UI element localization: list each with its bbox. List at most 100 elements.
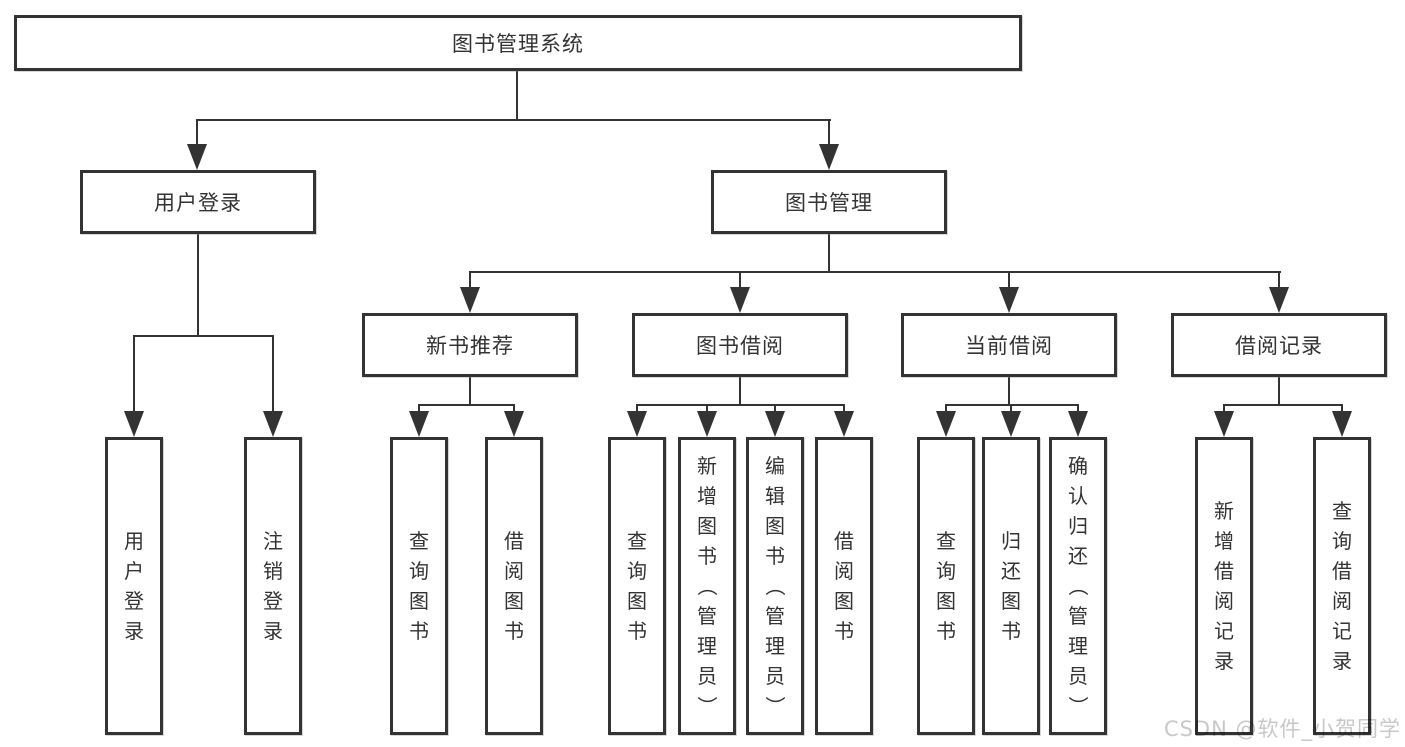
leaf-label-char: 录: [263, 619, 283, 643]
leaf-user-login: 用户登录: [105, 437, 163, 735]
leaf-current-query-books: 查询图书: [917, 437, 975, 735]
leaf-label-char: 理: [1068, 634, 1088, 658]
connector-drop: [1010, 404, 1012, 416]
leaf-label-char: 书: [936, 619, 956, 643]
leaf-label-char: 还: [1001, 559, 1021, 583]
leaf-borrowing-edit-books-admin: 编辑图书（管理员）: [746, 437, 804, 735]
connector-drop: [418, 404, 420, 416]
connector-drop-new-book: [469, 271, 471, 291]
connector-bookborrow-rail: [636, 404, 845, 406]
leaf-newbook-borrow-books: 借阅图书: [485, 437, 543, 735]
leaf-record-query-borrow-record: 查询借阅记录: [1313, 437, 1371, 735]
leaf-label: 查询图书: [409, 526, 429, 646]
arrow-down-icon: [124, 411, 144, 437]
leaf-label-char: 图: [697, 514, 717, 538]
node-book-management-branch: 图书管理: [711, 170, 947, 234]
arrow-down-icon: [627, 411, 647, 437]
leaf-label-char: 确: [1068, 454, 1088, 478]
leaf-label-char: 登: [124, 589, 144, 613]
connector-drop: [513, 404, 515, 416]
connector-newbook-stub: [469, 376, 471, 406]
leaf-label-char: 记: [1332, 619, 1352, 643]
node-new-book-recommend: 新书推荐: [362, 313, 578, 377]
leaf-label-char: 询: [409, 559, 429, 583]
leaf-label-char: 归: [1001, 529, 1021, 553]
leaf-label-char: 归: [1068, 514, 1088, 538]
leaf-label: 编辑图书（管理员）: [763, 451, 787, 721]
leaf-label-char: 书: [504, 619, 524, 643]
leaf-label-char: 记: [1214, 619, 1234, 643]
leaf-label-char: （: [763, 576, 787, 596]
leaf-label: 新增图书（管理员）: [695, 451, 719, 721]
node-borrowing-records: 借阅记录: [1171, 313, 1387, 377]
connector-drop-leaf-logout: [272, 335, 274, 415]
leaf-label-char: 新: [697, 454, 717, 478]
leaf-newbook-query-books: 查询图书: [390, 437, 448, 735]
leaf-label-char: 询: [1332, 529, 1352, 553]
leaf-borrowing-borrow-books: 借阅图书: [815, 437, 873, 735]
leaf-label-char: 还: [1068, 544, 1088, 568]
leaf-label-char: 查: [1332, 499, 1352, 523]
leaf-label-char: ）: [1066, 696, 1090, 716]
connector-drop: [1077, 404, 1079, 416]
leaf-label-char: 书: [627, 619, 647, 643]
arrow-down-icon: [999, 287, 1019, 313]
node-label: 新书推荐: [426, 334, 514, 358]
connector-currentborrow-stub: [1008, 376, 1010, 406]
leaf-label-char: 询: [627, 559, 647, 583]
leaf-label-char: （: [695, 576, 719, 596]
leaf-label-char: 管: [697, 604, 717, 628]
leaf-label-char: 查: [936, 529, 956, 553]
leaf-label-char: 图: [936, 589, 956, 613]
leaf-label-char: 用: [124, 529, 144, 553]
leaf-label-char: 书: [409, 619, 429, 643]
connector-root-stub: [516, 70, 518, 120]
arrow-down-icon: [460, 287, 480, 313]
leaf-label: 注销登录: [263, 526, 283, 646]
leaf-label-char: 图: [504, 589, 524, 613]
connector-userlogin-stub: [197, 233, 199, 337]
leaf-label: 借阅图书: [834, 526, 854, 646]
connector-drop: [1223, 404, 1225, 416]
leaf-label-char: 员: [697, 664, 717, 688]
leaf-borrowing-query-books: 查询图书: [608, 437, 666, 735]
arrow-down-icon: [504, 411, 524, 437]
leaf-label-char: 询: [936, 559, 956, 583]
arrow-down-icon: [834, 411, 854, 437]
leaf-label-char: 管: [765, 604, 785, 628]
leaf-label: 用户登录: [124, 526, 144, 646]
node-label: 图书借阅: [696, 334, 784, 358]
leaf-label-char: 辑: [765, 484, 785, 508]
leaf-label-char: 书: [834, 619, 854, 643]
leaf-label-char: 注: [263, 529, 283, 553]
leaf-label-char: 员: [1068, 664, 1088, 688]
leaf-label: 确认归还（管理员）: [1066, 451, 1090, 721]
leaf-label-char: 编: [765, 454, 785, 478]
leaf-label-char: 销: [263, 559, 283, 583]
node-label: 图书管理: [785, 191, 873, 215]
leaf-borrowing-add-books-admin: 新增图书（管理员）: [678, 437, 736, 735]
leaf-label-char: ）: [695, 696, 719, 716]
leaf-label-char: 借: [1214, 559, 1234, 583]
connector-bookborrow-stub: [739, 376, 741, 406]
leaf-label-char: 录: [124, 619, 144, 643]
node-book-borrowing: 图书借阅: [632, 313, 848, 377]
leaf-label-char: 管: [1068, 604, 1088, 628]
leaf-label: 查询图书: [936, 526, 956, 646]
connector-drop-borrow-record: [1278, 271, 1280, 291]
leaf-current-return-books: 归还图书: [982, 437, 1040, 735]
leaf-label-char: 录: [1214, 649, 1234, 673]
leaf-label-char: 阅: [504, 559, 524, 583]
connector-userlogin-rail: [133, 335, 274, 337]
arrow-down-icon: [936, 411, 956, 437]
node-root-library-management-system: 图书管理系统: [14, 15, 1022, 71]
connector-drop-current-borrow: [1008, 271, 1010, 291]
connector-drop: [706, 404, 708, 416]
node-label: 用户登录: [154, 191, 242, 215]
arrow-down-icon: [697, 411, 717, 437]
arrow-down-icon: [263, 411, 283, 437]
connector-currentborrow-rail: [945, 404, 1079, 406]
node-user-login-branch: 用户登录: [80, 170, 316, 234]
connector-bookmgmt-rail: [469, 271, 1281, 273]
